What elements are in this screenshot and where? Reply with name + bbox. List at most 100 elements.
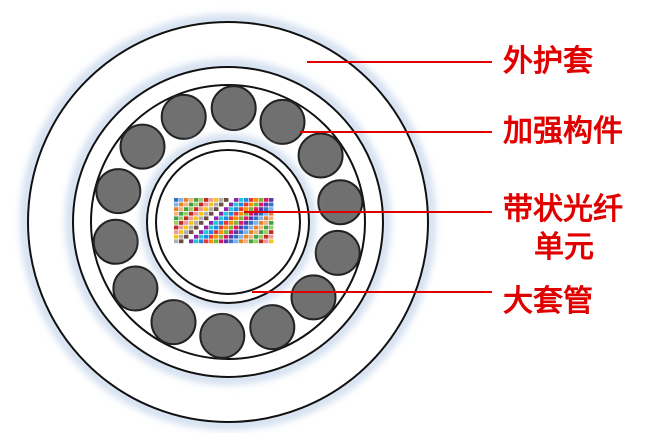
ribbon-fiber-cell (184, 239, 189, 244)
ribbon-fiber-cell (239, 239, 244, 244)
ribbon-fiber-cell (229, 202, 234, 207)
ribbon-fiber-cell (234, 207, 239, 211)
ribbon-fiber-cell (224, 221, 229, 225)
ribbon-fiber-cell (194, 202, 199, 207)
ribbon-fiber-cell (209, 211, 214, 216)
ribbon-fiber-cell (174, 207, 179, 211)
ribbon-fiber-cell (184, 221, 189, 225)
ribbon-fiber-cell (194, 211, 199, 216)
ribbon-fiber-cell (229, 225, 234, 230)
ribbon-fiber-cell (234, 225, 239, 230)
strength-member-rod (95, 168, 142, 215)
ribbon-fiber-cell (229, 230, 234, 234)
ribbon-fiber-cell (224, 230, 229, 234)
ribbon-fiber-cell (209, 207, 214, 211)
ribbon-fiber-cell (244, 221, 249, 225)
ribbon-fiber-cell (229, 207, 234, 211)
strength-member-rod (249, 304, 296, 351)
ribbon-fiber-cell (239, 225, 244, 230)
ribbon-fiber-cell (194, 207, 199, 211)
ribbon-fiber-cell (189, 198, 194, 202)
ribbon-fiber-cell (199, 202, 204, 207)
ribbon-fiber-cell (264, 207, 269, 211)
ribbon-fiber-cell (189, 221, 194, 225)
ribbon-fiber-cell (219, 239, 224, 244)
ribbon-fiber-cell (199, 216, 204, 221)
ribbon-fiber-cell (264, 198, 269, 202)
ribbon-fiber-cell (199, 239, 204, 244)
ribbon-fiber-cell (179, 221, 184, 225)
ribbon-fiber-cell (209, 230, 214, 234)
ribbon-fiber-cell (269, 239, 274, 244)
ribbon-fiber-cell (184, 211, 189, 216)
ribbon-fiber-cell (174, 198, 179, 202)
ribbon-fiber-cell (269, 234, 274, 239)
ribbon-fiber-cell (259, 202, 264, 207)
ribbon-fiber-cell (209, 216, 214, 221)
ribbon-fiber-cell (214, 234, 219, 239)
ribbon-fiber-cell (214, 230, 219, 234)
ribbon-fiber-cell (254, 207, 259, 211)
ribbon-fiber-cell (219, 216, 224, 221)
loose-tube-glow (141, 135, 315, 309)
ribbon-fiber-cell (189, 234, 194, 239)
ribbon-fiber-cell (244, 202, 249, 207)
ribbon-fiber-cell (249, 211, 254, 216)
ribbon-fiber-cell (174, 239, 179, 244)
ribbon-fiber-cell (204, 216, 209, 221)
ribbon-fiber-cell (239, 221, 244, 225)
ribbon-fiber-cell (189, 202, 194, 207)
ribbon-fiber-cell (249, 225, 254, 230)
ribbon-fiber-cell (239, 216, 244, 221)
ribbon-fiber-cell (259, 230, 264, 234)
ribbon-fiber-cell (254, 234, 259, 239)
ribbon-fiber-cell (249, 202, 254, 207)
ribbon-fiber-cell (179, 230, 184, 234)
ribbon-fiber-cell (184, 216, 189, 221)
ribbon-fiber-cell (199, 198, 204, 202)
ribbon-fiber-cell (194, 221, 199, 225)
ribbon-fiber-cell (244, 239, 249, 244)
ribbon-fiber-cell (184, 207, 189, 211)
ribbon-fiber-cell (204, 198, 209, 202)
ribbon-fiber-cell (209, 198, 214, 202)
ribbon-fiber-cell (204, 225, 209, 230)
ribbon-fiber-cell (184, 230, 189, 234)
ribbon-fiber-cell (234, 216, 239, 221)
ribbon-fiber-cell (269, 202, 274, 207)
ribbon-fiber-cell (249, 216, 254, 221)
ribbon-fiber-cell (244, 207, 249, 211)
ribbon-fiber-cell (224, 216, 229, 221)
ribbon-fiber-cell (194, 216, 199, 221)
strength-member-rod (119, 123, 166, 170)
ribbon-fiber-cell (264, 234, 269, 239)
ribbon-fiber-cell (254, 230, 259, 234)
strength-member-rod (150, 299, 197, 346)
ribbon-fiber-cell (194, 225, 199, 230)
ribbon-fiber-cell (269, 198, 274, 202)
ribbon-fiber-cell (214, 225, 219, 230)
ribbon-fiber-cell (209, 234, 214, 239)
outer-sheath-glow (21, 15, 435, 429)
ribbon-fiber-cell (189, 239, 194, 244)
ribbon-fiber-cell (254, 202, 259, 207)
ribbon-fiber-cell (254, 225, 259, 230)
ribbon-fiber-cell (209, 225, 214, 230)
ribbon-fiber-cell (239, 211, 244, 216)
ribbon-fiber-cell (229, 216, 234, 221)
strength-member-rod (290, 274, 337, 321)
ribbon-fiber-cell (189, 211, 194, 216)
ribbon-fiber-cell (239, 202, 244, 207)
ribbon-fiber-cell (219, 198, 224, 202)
strength-member-rod (314, 229, 361, 276)
ribbon-fiber-cell (209, 202, 214, 207)
ribbon-fiber-cell (219, 225, 224, 230)
ribbon-fiber-cell (224, 225, 229, 230)
ribbon-fiber-cell (189, 207, 194, 211)
ribbon-fiber-cell (224, 234, 229, 239)
ribbon-fiber-cell (204, 221, 209, 225)
ribbon-fiber-cell (229, 198, 234, 202)
ribbon-fiber-cell (244, 234, 249, 239)
strength-member-rod (297, 132, 344, 179)
